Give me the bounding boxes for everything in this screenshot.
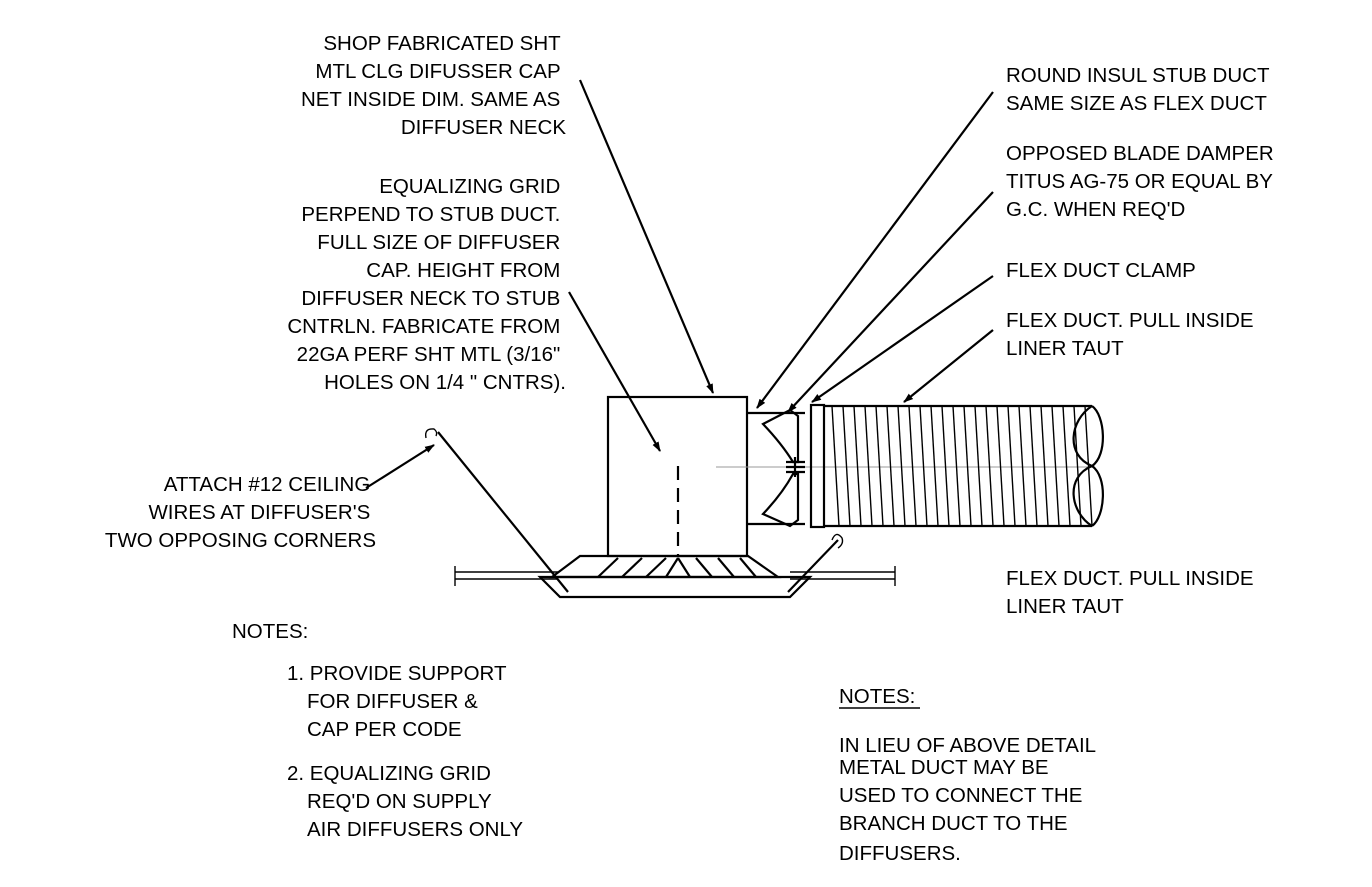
- flex-duct-rib: [831, 405, 840, 527]
- notes-left-heading: NOTES:: [232, 620, 308, 643]
- flex-duct-rib: [996, 405, 1005, 527]
- equalizing-grid-label: EQUALIZING GRID PERPEND TO STUB DUCT. FU…: [287, 175, 566, 394]
- flex-duct-rib: [842, 405, 851, 527]
- ceiling-wire-right: [787, 533, 844, 593]
- flex-duct-rib: [1051, 405, 1060, 527]
- ceiling-wires-label: ATTACH #12 CEILING WIRES AT DIFFUSER'S T…: [105, 473, 376, 552]
- leader-flex-clamp: [811, 275, 994, 403]
- leader-damper: [787, 191, 994, 413]
- flex-duct-lower-label: FLEX DUCT. PULL INSIDE LINER TAUT: [1006, 567, 1259, 618]
- flex-duct-rib: [941, 405, 950, 527]
- flex-duct-rib: [963, 405, 972, 527]
- note-1: 1. PROVIDE SUPPORT FOR DIFFUSER & CAP PE…: [287, 662, 512, 741]
- flex-duct-clamp: [809, 403, 826, 529]
- flex-duct-rib: [875, 405, 884, 527]
- flex-duct-rib: [919, 405, 928, 527]
- note-2: 2. EQUALIZING GRID REQ'D ON SUPPLY AIR D…: [287, 762, 523, 841]
- ceiling-wire-left: [424, 428, 569, 593]
- damper-label: OPPOSED BLADE DAMPER TITUS AG-75 OR EQUA…: [1006, 142, 1279, 221]
- flex-duct-rib: [952, 405, 961, 527]
- leader-diffuser-cap: [578, 79, 715, 394]
- flex-duct-rib: [1040, 405, 1049, 527]
- flex-duct-rib: [974, 405, 983, 527]
- flex-duct-rib: [1062, 405, 1071, 527]
- flex-duct-rib: [1007, 405, 1016, 527]
- flex-duct-rib: [1029, 405, 1038, 527]
- opposed-blade-damper: [761, 408, 805, 528]
- diffuser-cap-label: SHOP FABRICATED SHT MTL CLG DIFUSSER CAP…: [301, 32, 566, 139]
- flex-duct: [824, 404, 1104, 528]
- notes-right-text: IN LIEU OF ABOVE DETAIL METAL DUCT MAY B…: [839, 734, 1101, 865]
- stub-duct: [747, 411, 805, 526]
- flex-duct-label: FLEX DUCT. PULL INSIDE LINER TAUT: [1006, 309, 1259, 360]
- flex-duct-rib: [1018, 405, 1027, 527]
- flex-duct-rib: [886, 405, 895, 527]
- stub-duct-label: ROUND INSUL STUB DUCT SAME SIZE AS FLEX …: [1006, 64, 1275, 115]
- leader-ceiling-wires: [365, 444, 435, 489]
- flex-duct-rib: [985, 405, 994, 527]
- flex-duct-rib: [908, 405, 917, 527]
- notes-right-heading: NOTES:: [839, 685, 915, 708]
- flex-duct-rib: [930, 405, 939, 527]
- flex-clamp-label: FLEX DUCT CLAMP: [1006, 259, 1196, 282]
- flex-duct-rib: [1084, 405, 1093, 527]
- leader-stub-duct: [756, 91, 994, 409]
- leader-flex-duct: [903, 329, 994, 403]
- flex-duct-rib: [864, 405, 873, 527]
- flex-duct-rib: [853, 405, 862, 527]
- flex-duct-rib: [897, 405, 906, 527]
- leader-equalizing-grid: [568, 291, 661, 452]
- diffuser-face: [537, 554, 813, 599]
